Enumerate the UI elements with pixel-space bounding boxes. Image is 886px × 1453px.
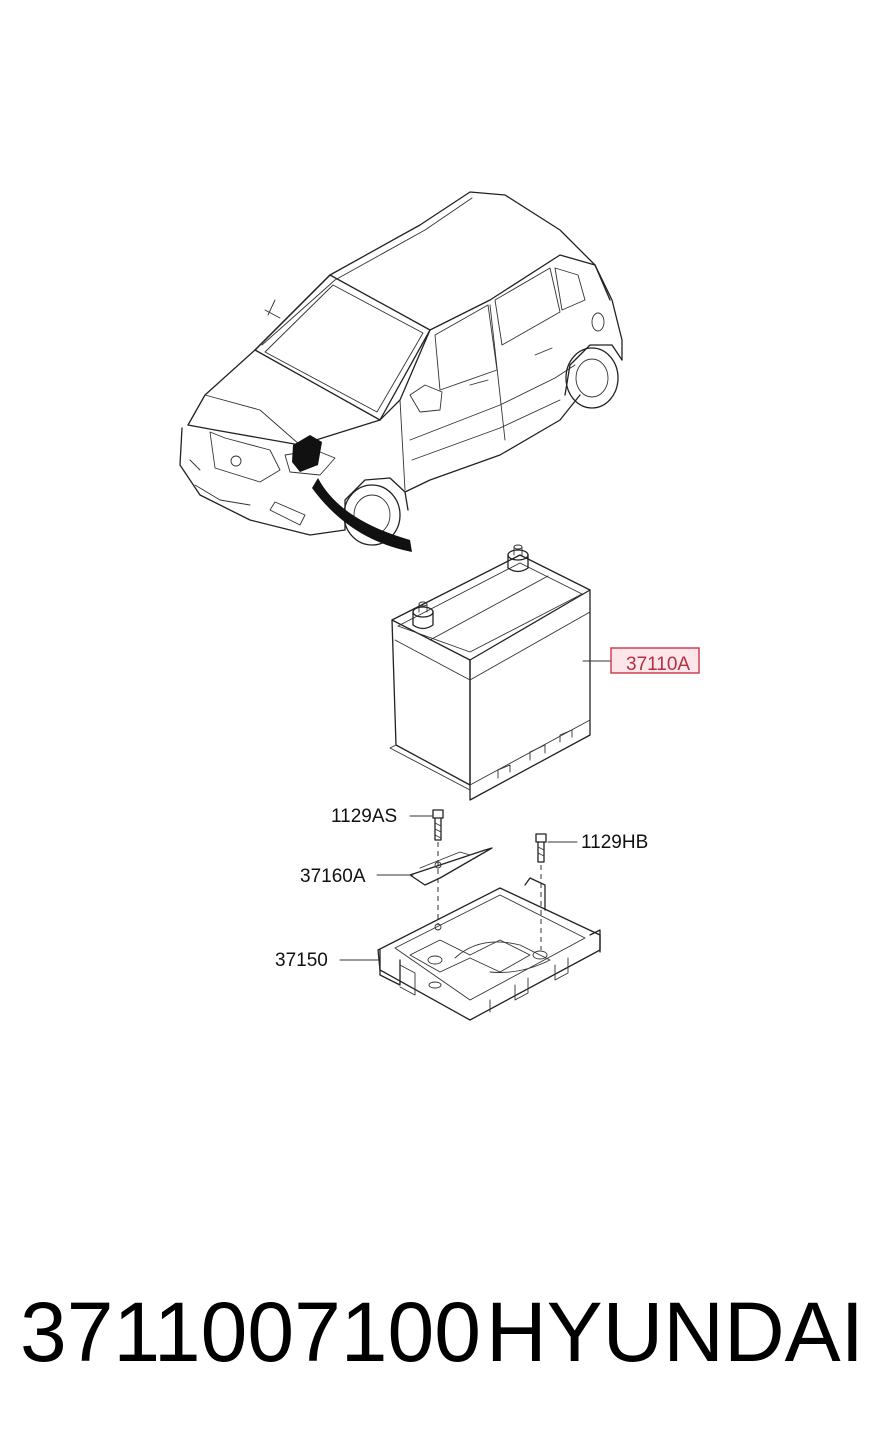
- callout-37160A[interactable]: 37160A: [300, 866, 366, 887]
- callout-37110A[interactable]: 37110A: [626, 654, 690, 675]
- brand-name: HYUNDAI: [485, 1285, 864, 1379]
- part-number: 3711007100: [20, 1285, 481, 1379]
- battery-illustration: [389, 544, 591, 801]
- callout-37150[interactable]: 37150: [275, 950, 328, 971]
- clamp-illustration: [409, 809, 493, 931]
- callout-1129HB[interactable]: 1129HB: [581, 832, 648, 853]
- tray-illustration: [377, 833, 601, 1021]
- callout-1129AS[interactable]: 1129AS: [331, 806, 397, 827]
- car-illustration: [179, 191, 623, 552]
- callout-highlight-box: [610, 647, 700, 674]
- leader-lines: [339, 660, 612, 961]
